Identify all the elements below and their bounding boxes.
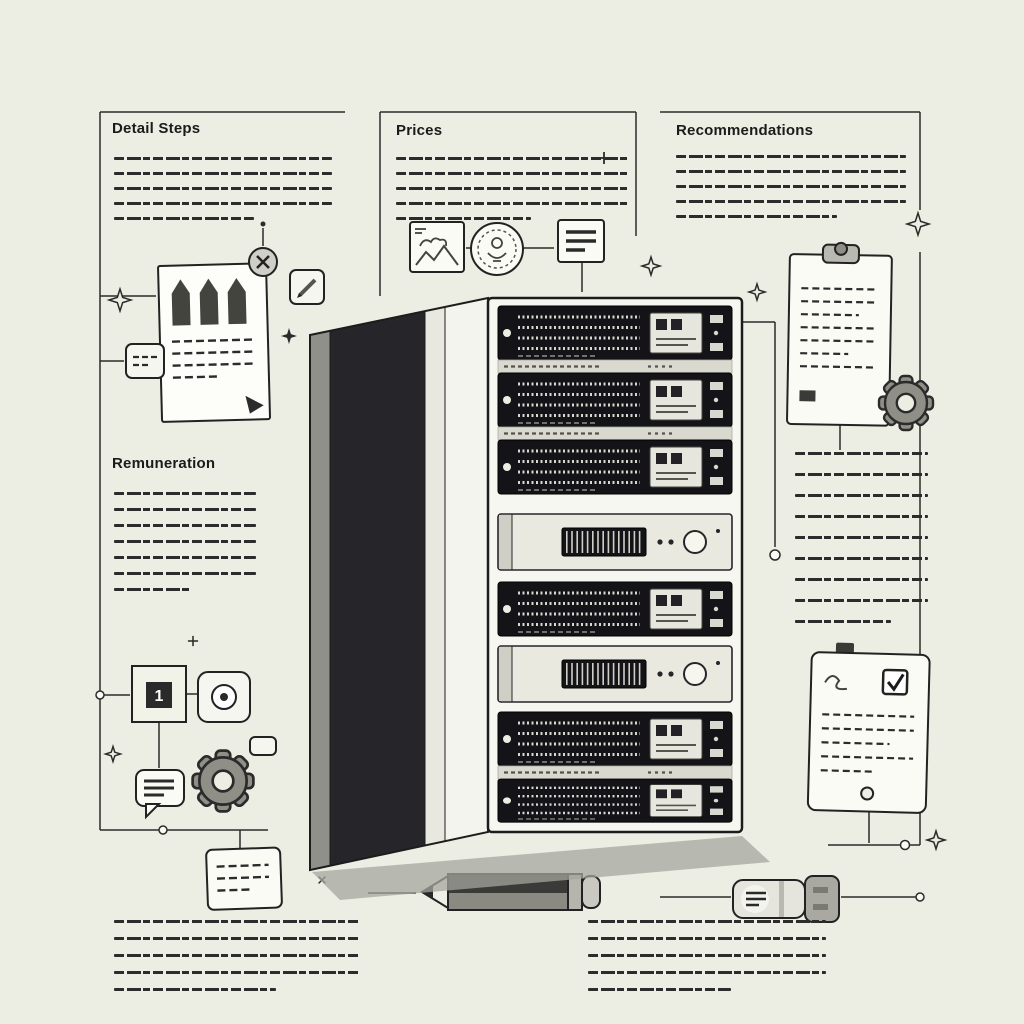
usb-drive-icon xyxy=(732,875,840,923)
section-title-remuneration: Remuneration xyxy=(112,455,216,472)
text-lines-footer-center xyxy=(588,920,826,1005)
server-unit-8 xyxy=(496,777,734,824)
text-lines-detail-steps xyxy=(114,157,332,232)
server-unit-3 xyxy=(496,438,734,496)
rack-rail-2 xyxy=(496,425,734,442)
rack-rail-3 xyxy=(496,764,734,781)
note-card-icon xyxy=(205,846,283,911)
checklist-card-icon xyxy=(806,642,931,814)
server-unit-6 xyxy=(498,646,732,702)
text-lines-remuneration xyxy=(114,492,256,604)
server-unit-2 xyxy=(496,371,734,429)
tower-shadow xyxy=(312,836,770,900)
notes-icon xyxy=(557,219,605,263)
text-lines-right-column xyxy=(795,452,928,641)
text-lines-prices xyxy=(396,157,628,232)
gear-icon-left xyxy=(191,749,255,813)
text-lines-recommendations xyxy=(676,155,906,230)
server-unit-5 xyxy=(496,580,734,638)
connector-lines xyxy=(99,111,921,898)
server-unit-4 xyxy=(498,514,732,570)
section-title-prices: Prices xyxy=(396,122,443,139)
clipboard-icon xyxy=(786,241,893,427)
step-one-box-icon: 1 xyxy=(131,665,187,723)
tower-side-outline xyxy=(309,296,489,872)
gear-icon-right xyxy=(877,374,935,432)
text-lines-footer-left xyxy=(114,920,359,1005)
x-circle-icon xyxy=(248,247,278,277)
server-tower xyxy=(309,296,770,900)
section-title-detail-steps: Detail Steps xyxy=(112,120,201,137)
coin-doodle-icon xyxy=(470,222,524,276)
server-unit-1 xyxy=(496,304,734,362)
bar-chart-document-icon xyxy=(157,262,271,423)
server-unit-7 xyxy=(496,710,734,768)
rack-rail-1 xyxy=(496,358,734,375)
toggle-pill-icon xyxy=(249,736,277,756)
power-button-box-icon xyxy=(197,671,251,723)
photo-icon xyxy=(409,221,465,273)
step-number: 1 xyxy=(155,688,164,705)
tower-front-outline xyxy=(486,296,744,834)
junction-dots xyxy=(95,221,925,902)
edit-square-icon xyxy=(289,269,325,305)
section-title-recommendations: Recommendations xyxy=(676,122,814,139)
mini-card-icon xyxy=(125,343,165,379)
speech-bubble-icon xyxy=(135,769,185,820)
